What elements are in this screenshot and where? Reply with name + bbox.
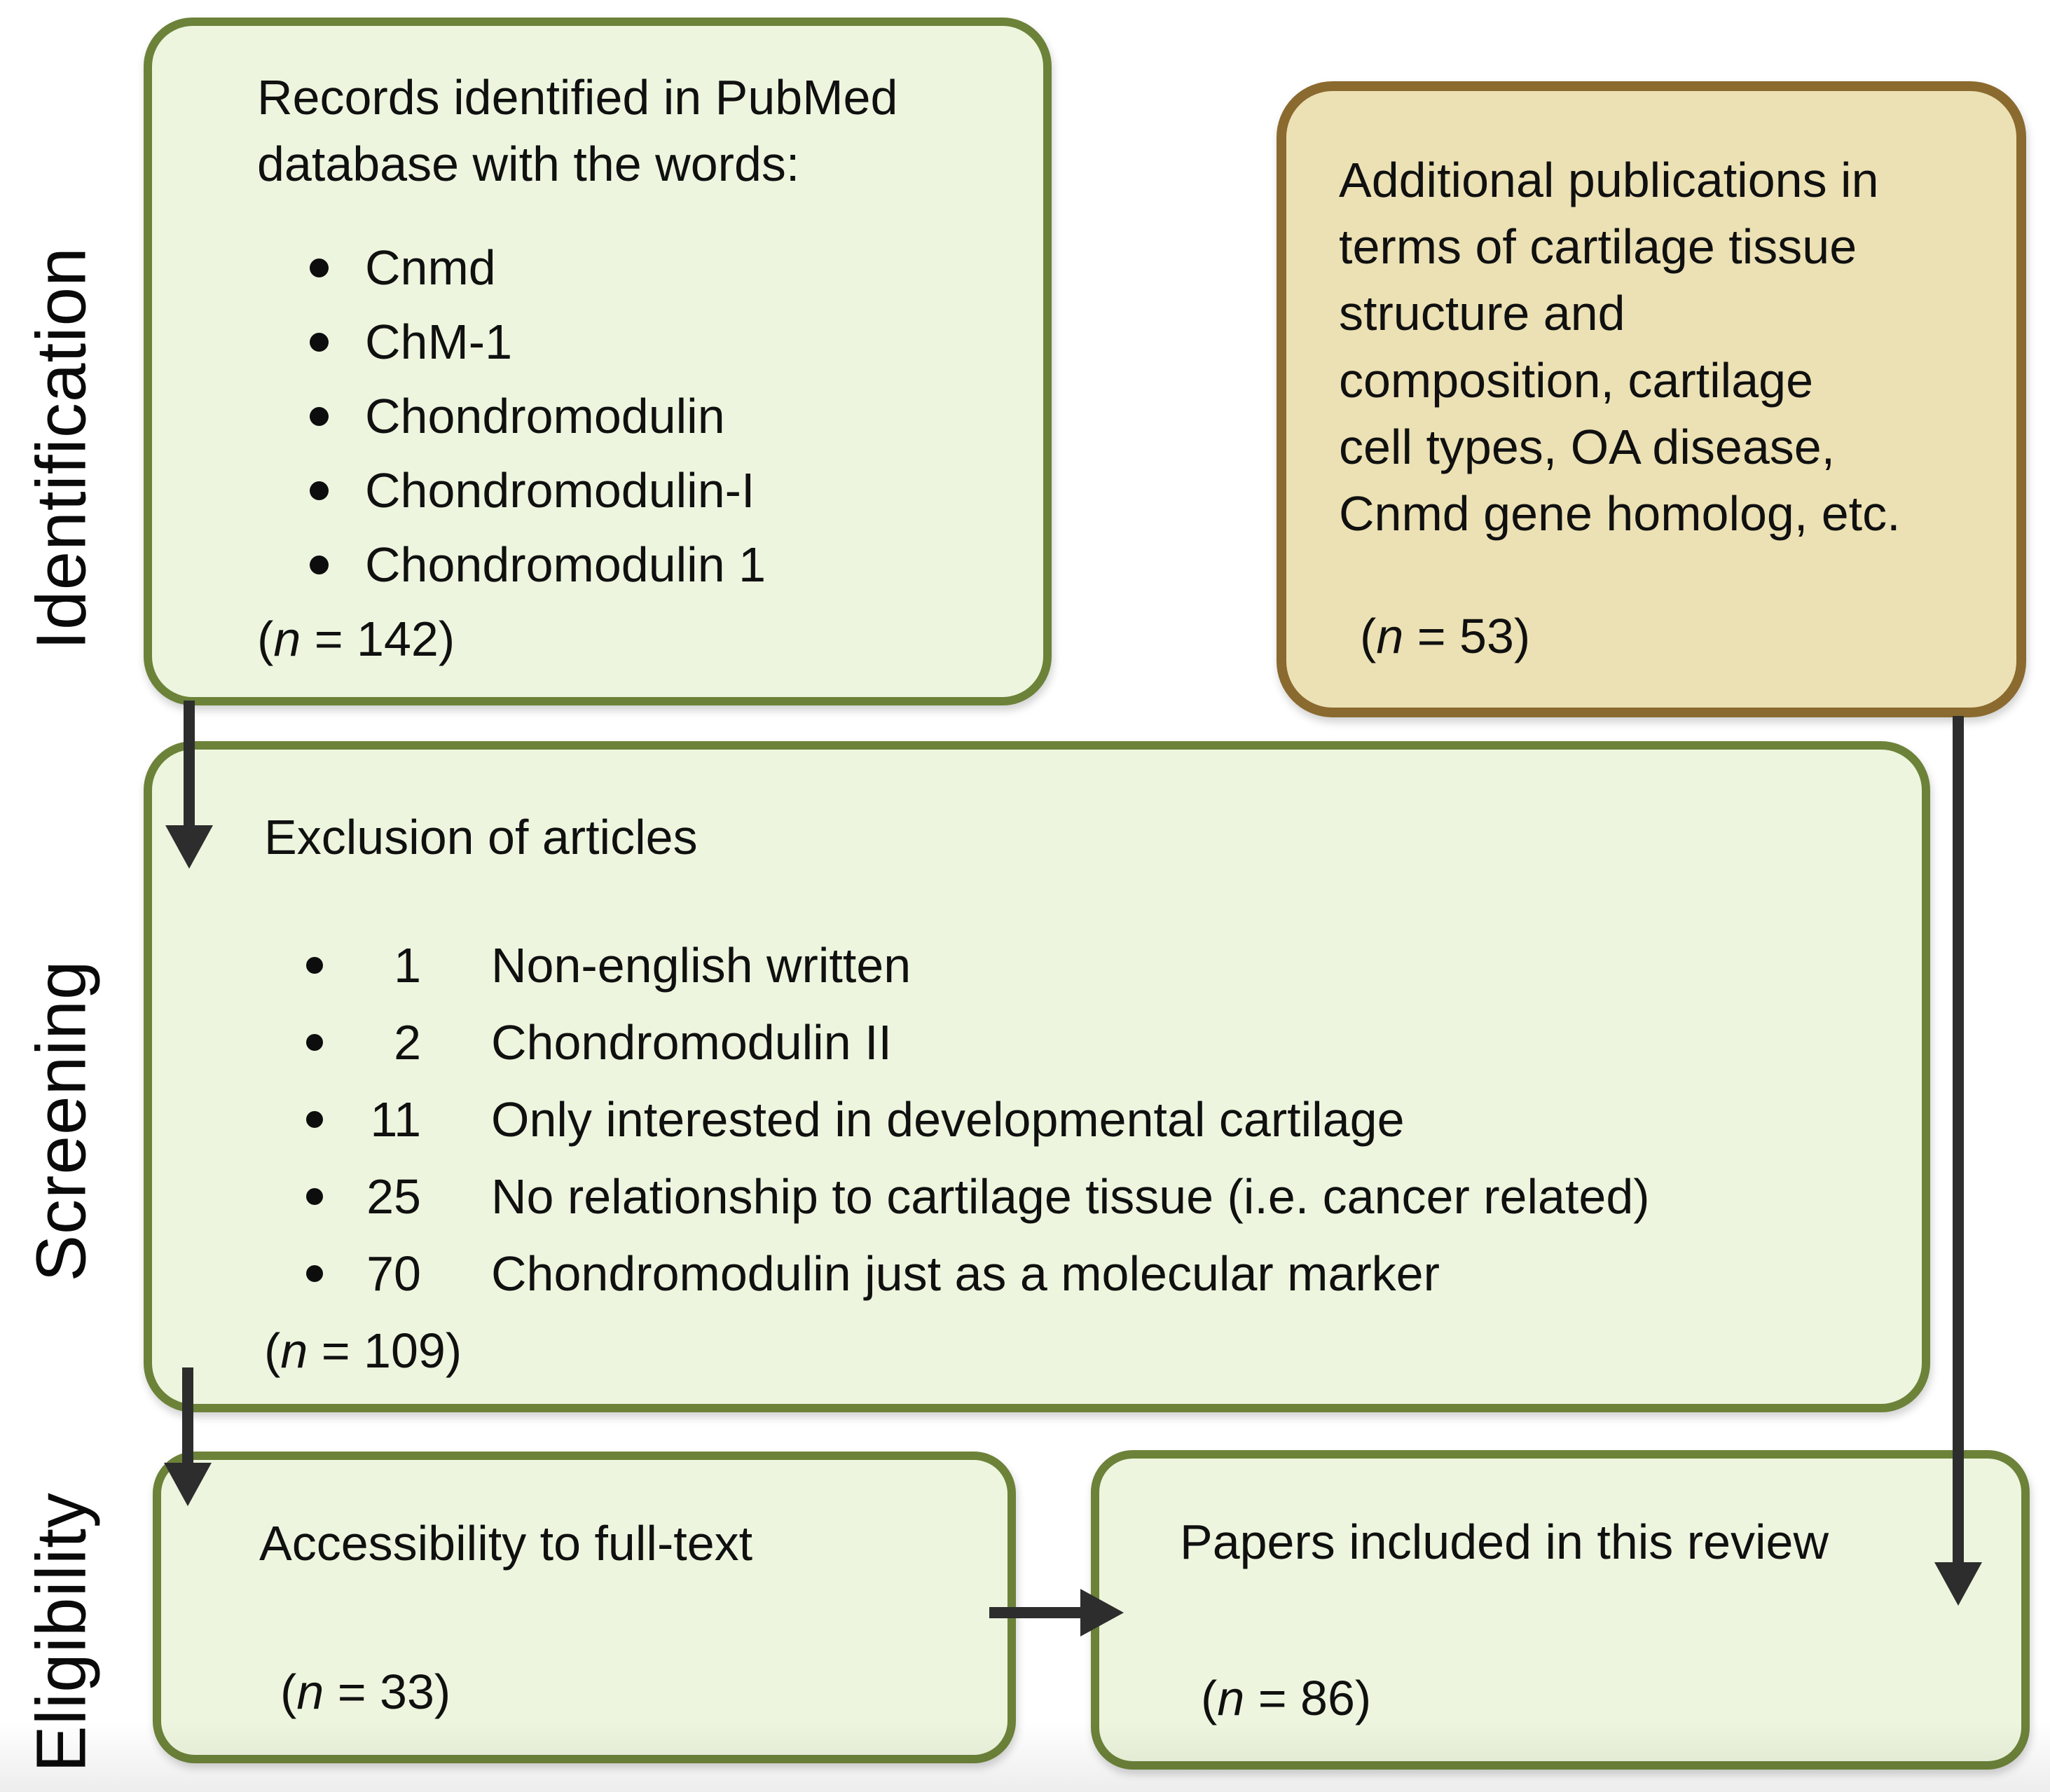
count-n: n	[1376, 609, 1404, 663]
stage-label-identification: Identification	[22, 247, 101, 650]
list-item: 11 Only interested in developmental cart…	[306, 1091, 1873, 1147]
list-item: 25 No relationship to cartilage tissue (…	[306, 1169, 1873, 1225]
additional-publications-box: Additional publications in terms of cart…	[1277, 81, 2026, 717]
list-item: 70 Chondromodulin just as a molecular ma…	[306, 1246, 1873, 1302]
count-n: n	[280, 1323, 308, 1379]
fulltext-count: (n = 33)	[280, 1664, 979, 1720]
count-open: (	[1201, 1671, 1218, 1725]
background-fade	[0, 1722, 2050, 1792]
list-item: ChM-1	[310, 314, 1008, 370]
exclusion-reason: Chondromodulin just as a molecular marke…	[491, 1246, 1440, 1302]
text-line: Records identified in PubMed	[257, 70, 898, 125]
records-count: (n = 142)	[257, 611, 1008, 667]
text-line: Cnmd gene homolog, etc.	[1339, 485, 1901, 541]
keyword-label: Chondromodulin	[365, 389, 725, 444]
list-item: Cnmd	[310, 240, 1008, 296]
additional-count: (n = 53)	[1360, 608, 1981, 664]
bullet-dot	[310, 258, 329, 277]
text-line: structure and	[1339, 286, 1625, 341]
arrowhead-down-icon	[164, 1463, 212, 1506]
arrow-records-to-exclusion	[184, 701, 195, 827]
text-line: database with the words:	[257, 137, 800, 192]
count-value: = 142)	[301, 612, 455, 667]
bullet-dot	[310, 555, 329, 574]
records-identified-box: Records identified in PubMed database wi…	[144, 18, 1052, 705]
exclusion-count-value: 11	[370, 1092, 421, 1147]
count-value: = 86)	[1244, 1671, 1372, 1725]
text-line: cell types, OA disease,	[1339, 419, 1836, 474]
included-box: Papers included in this review (n = 86)	[1091, 1450, 2030, 1770]
fulltext-box: Accessibility to full-text (n = 33)	[153, 1452, 1016, 1763]
arrowhead-down-icon	[165, 825, 213, 869]
list-item: 1 Non-english written	[306, 937, 1873, 993]
arrow-fulltext-to-included	[989, 1607, 1082, 1618]
bullet-dot	[306, 1265, 323, 1283]
included-title: Papers included in this review	[1180, 1515, 1829, 1569]
keyword-label: Chondromodulin-I	[365, 463, 755, 518]
count-value: = 53)	[1403, 609, 1531, 663]
exclusion-count-value: 70	[366, 1246, 421, 1302]
count-value: = 33)	[324, 1665, 451, 1719]
bullet-dot	[306, 1188, 323, 1206]
count-n: n	[296, 1665, 324, 1719]
exclusion-reason: Non-english written	[491, 938, 912, 993]
count-open: (	[1360, 609, 1377, 663]
list-item: Chondromodulin 1	[310, 537, 1008, 593]
bullet-dot	[310, 481, 329, 500]
exclusion-count-value: 25	[366, 1169, 421, 1225]
exclusion-list: 1 Non-english written 2 Chondromodulin I…	[306, 937, 1873, 1323]
records-keyword-list: Cnmd ChM-1 Chondromodulin Chondromodulin…	[310, 240, 1008, 611]
exclusion-count-value: 2	[394, 1015, 421, 1070]
arrowhead-right-icon	[1080, 1589, 1124, 1636]
bullet-dot	[310, 332, 329, 352]
text-line: composition, cartilage	[1339, 352, 1813, 408]
exclusion-count: (n = 109)	[264, 1323, 1873, 1379]
count-open: (	[280, 1665, 297, 1719]
count-open: (	[257, 612, 274, 667]
list-item: Chondromodulin	[310, 388, 1008, 444]
bullet-dot	[306, 957, 323, 974]
exclusion-box: Exclusion of articles 1 Non-english writ…	[144, 741, 1930, 1412]
additional-text: Additional publications in terms of cart…	[1339, 147, 1981, 547]
list-item: 2 Chondromodulin II	[306, 1014, 1873, 1070]
text-line: Additional publications in	[1339, 153, 1879, 207]
arrow-additional-to-included	[1953, 716, 1964, 1564]
count-open: (	[264, 1323, 281, 1379]
list-item: Chondromodulin-I	[310, 462, 1008, 518]
text-line: terms of cartilage tissue	[1339, 219, 1857, 275]
keyword-label: Chondromodulin 1	[365, 537, 766, 593]
exclusion-count-value: 1	[394, 938, 421, 993]
exclusion-reason: Only interested in developmental cartila…	[491, 1092, 1405, 1147]
included-count: (n = 86)	[1201, 1670, 1993, 1726]
bullet-dot	[306, 1034, 323, 1052]
arrow-exclusion-to-fulltext	[182, 1367, 193, 1466]
records-title: Records identified in PubMed database wi…	[257, 64, 1008, 198]
count-n: n	[273, 612, 301, 667]
count-value: = 109)	[308, 1323, 462, 1379]
arrowhead-down-icon	[1934, 1562, 1982, 1606]
keyword-label: ChM-1	[365, 315, 513, 370]
bullet-dot	[306, 1111, 323, 1129]
exclusion-reason: No relationship to cartilage tissue (i.e…	[491, 1169, 1650, 1225]
keyword-label: Cnmd	[365, 240, 496, 296]
exclusion-title: Exclusion of articles	[264, 810, 698, 864]
count-n: n	[1217, 1671, 1245, 1725]
stage-label-screening: Screening	[22, 960, 101, 1282]
exclusion-reason: Chondromodulin II	[491, 1015, 892, 1070]
bullet-dot	[310, 406, 329, 426]
fulltext-title: Accessibility to full-text	[259, 1516, 753, 1571]
